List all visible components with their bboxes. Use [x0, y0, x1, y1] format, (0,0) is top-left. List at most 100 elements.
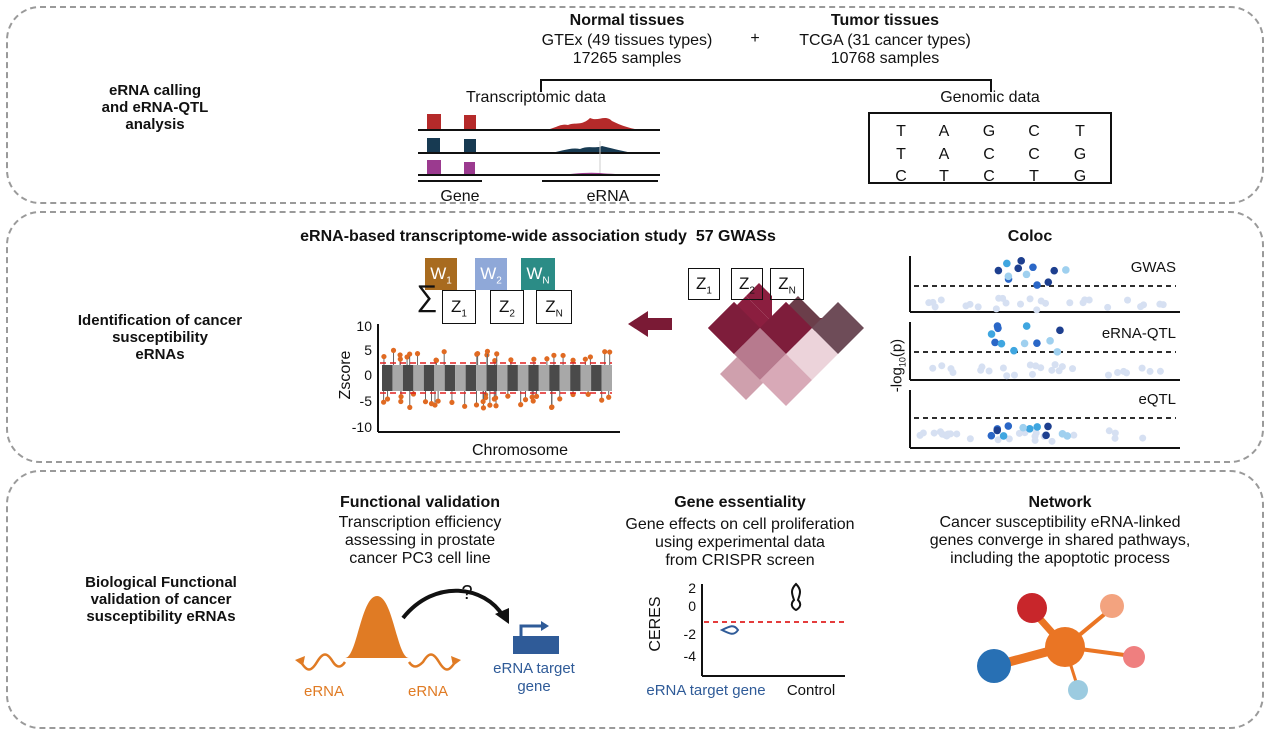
coloc-signal-point — [1004, 422, 1013, 430]
coloc-background-point — [985, 367, 993, 375]
genotype-cell: G — [1074, 146, 1086, 163]
zscore-point — [390, 347, 397, 353]
genotype-cell: T — [896, 123, 906, 140]
zscore-point — [557, 396, 563, 402]
chromosome-band — [538, 365, 550, 391]
erna-label-top: eRNA — [586, 188, 630, 205]
zscore-point — [414, 351, 421, 357]
zscore-point — [492, 358, 498, 364]
zscore-point — [599, 397, 605, 403]
zscore-point — [529, 394, 535, 400]
coloc-background-point — [1111, 434, 1119, 442]
ceres-tick: 0 — [688, 598, 696, 614]
weight-box-2: W2 — [475, 258, 507, 290]
zscore-point — [449, 399, 455, 406]
zscore-point — [422, 399, 429, 405]
coloc-background-point — [1070, 431, 1078, 439]
zscore-point — [587, 354, 593, 360]
coloc-signal-point — [1020, 339, 1029, 348]
coloc-background-point — [962, 302, 970, 310]
coloc-background-point — [1033, 306, 1041, 314]
coloc-signal-point — [991, 338, 999, 347]
genotype-cell: C — [895, 168, 907, 185]
coloc-signal-point — [994, 266, 1003, 275]
zscore-point — [508, 357, 514, 363]
genotype-cell: A — [939, 123, 950, 140]
zscore-point — [480, 405, 487, 411]
zscore-point — [398, 394, 404, 400]
genotype-cell: C — [1028, 123, 1040, 140]
coloc-background-point — [1156, 300, 1164, 308]
track-red — [418, 114, 660, 131]
zscore-point — [480, 398, 486, 405]
genotype-cell: T — [896, 146, 906, 163]
coloc-signal-point — [1010, 346, 1018, 355]
coloc-signal-point — [987, 330, 996, 338]
ceres-ylabel: CERES — [647, 596, 664, 652]
expression-peak — [345, 596, 409, 658]
coloc-background-point — [1037, 364, 1045, 372]
zscore-point — [407, 351, 413, 357]
chromosome-band — [382, 365, 393, 391]
zscore-point — [398, 398, 404, 405]
zscore-point — [606, 394, 612, 400]
coloc-signal-point — [997, 339, 1006, 348]
coloc-axes — [909, 256, 1180, 449]
coloc-background-point — [925, 299, 933, 307]
coloc-background-point — [1003, 372, 1011, 380]
coloc-background-point — [1032, 429, 1040, 437]
coloc-background-point — [999, 364, 1007, 372]
center-z-box-n: ZN — [770, 268, 804, 300]
genotype-cell: T — [1029, 168, 1039, 185]
coloc-signal-point — [993, 426, 1002, 435]
coloc-background-point — [1138, 364, 1146, 372]
network-node — [1068, 680, 1088, 700]
zscore-tick: 0 — [364, 367, 372, 383]
zscore-axes — [377, 324, 620, 433]
panel-functional — [6, 470, 1264, 729]
panel-erna-calling — [6, 6, 1264, 204]
ess-title: Gene essentiality — [674, 494, 806, 511]
zscore-point — [384, 396, 391, 402]
chromosome-band — [591, 365, 602, 391]
chromosome-band — [580, 365, 592, 391]
chromosome-band — [507, 365, 518, 391]
weight-box-n: WN — [521, 258, 555, 290]
chromosome-band — [402, 365, 414, 391]
chromosome-band — [434, 365, 445, 391]
coloc-signal-point — [1053, 348, 1062, 356]
normal-tissues-title: Normal tissues — [569, 12, 685, 29]
zscore-point — [491, 396, 497, 402]
z-box-1: Z1 — [442, 290, 476, 324]
zscore-point — [397, 356, 403, 362]
plus-sign: + — [750, 30, 760, 47]
chromosome-band — [444, 365, 456, 391]
ceres-tick: 2 — [688, 580, 696, 596]
gwas-count: 57 GWASs — [695, 228, 776, 245]
zscore-point — [522, 397, 529, 403]
normal-tissues-line2: 17265 samples — [572, 50, 682, 67]
zscore-point — [518, 402, 524, 408]
coloc-signal-point — [1046, 337, 1054, 345]
coloc-signal-point — [1033, 423, 1042, 431]
chromosome-band — [486, 365, 497, 391]
coloc-signal-point — [1014, 264, 1023, 273]
coloc-background-point — [916, 431, 924, 439]
zscore-tick: 10 — [356, 318, 372, 334]
network-graphic — [977, 593, 1145, 700]
coloc-background-point — [1104, 303, 1112, 311]
track-navy — [418, 138, 660, 154]
coloc-background-point — [929, 364, 937, 372]
coloc-background-point — [1051, 361, 1059, 369]
coloc-background-point — [1015, 429, 1023, 437]
coloc-signal-point — [1019, 423, 1027, 432]
gene-label: Gene — [440, 188, 480, 205]
weight-box-1: W1 — [425, 258, 457, 290]
zscore-point — [475, 350, 481, 357]
zscore-point — [381, 399, 387, 405]
sigma-symbol: ∑ — [416, 280, 438, 313]
chromosome-band — [455, 365, 466, 391]
